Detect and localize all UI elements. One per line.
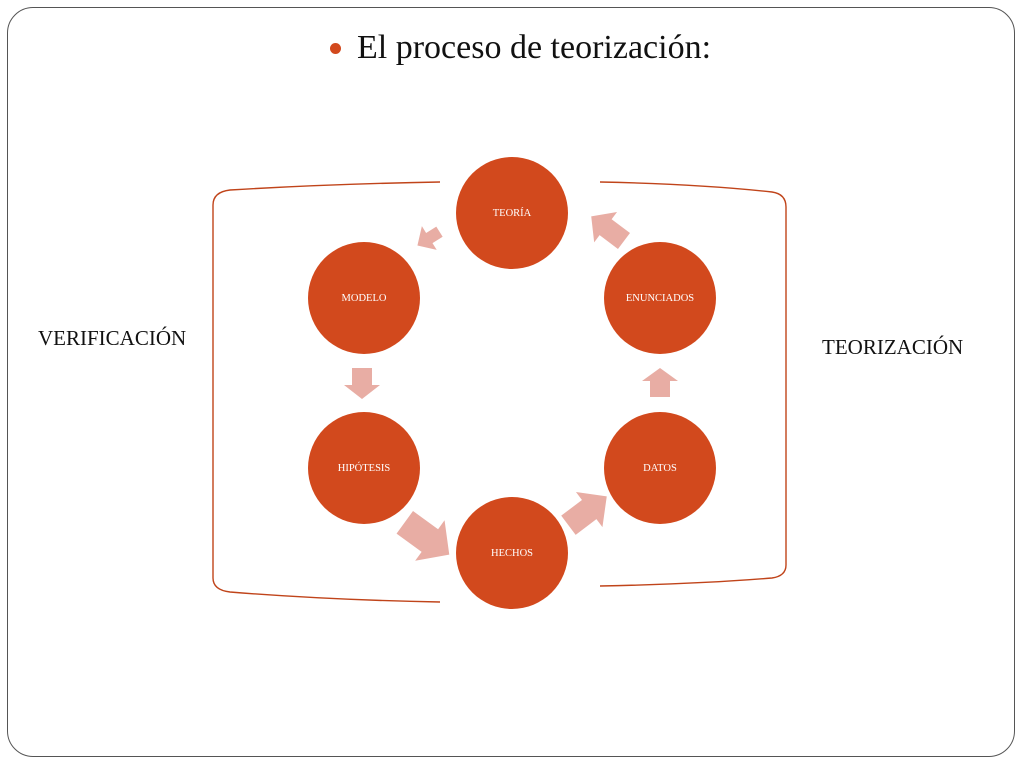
arrow-datos-to-enunciados [642,368,678,397]
left-bracket [212,181,441,603]
node-modelo: MODELO [308,242,420,354]
verificacion-label: VERIFICACIÓN [38,326,187,350]
node-teoria: TEORÍA [456,157,568,269]
node-label: DATOS [643,463,677,474]
node-label: MODELO [342,293,387,304]
node-hechos: HECHOS [456,497,568,609]
node-label: HECHOS [491,548,533,559]
arrow-enunciados-to-teoria [591,212,630,250]
slide-frame [7,7,1015,757]
node-hipotesis: HIPÓTESIS [308,412,420,524]
arrows [344,212,678,561]
arrow-modelo-to-hipotesis [344,368,380,399]
page-title: El proceso de teorización: [357,29,712,66]
arrow-hechos-to-datos [561,492,607,535]
node-enunciados: ENUNCIADOS [604,242,716,354]
node-datos: DATOS [604,412,716,524]
node-label: TEORÍA [493,207,532,219]
right-bracket [599,181,787,587]
arrow-hipotesis-to-hechos [396,510,450,561]
node-label: HIPÓTESIS [338,462,391,474]
node-label: ENUNCIADOS [626,293,694,304]
arrow-teoria-to-modelo [417,226,443,250]
title-row: El proceso de teorización: [330,26,711,70]
teorizacion-label: TEORIZACIÓN [822,335,964,359]
bullet-icon [330,42,341,54]
